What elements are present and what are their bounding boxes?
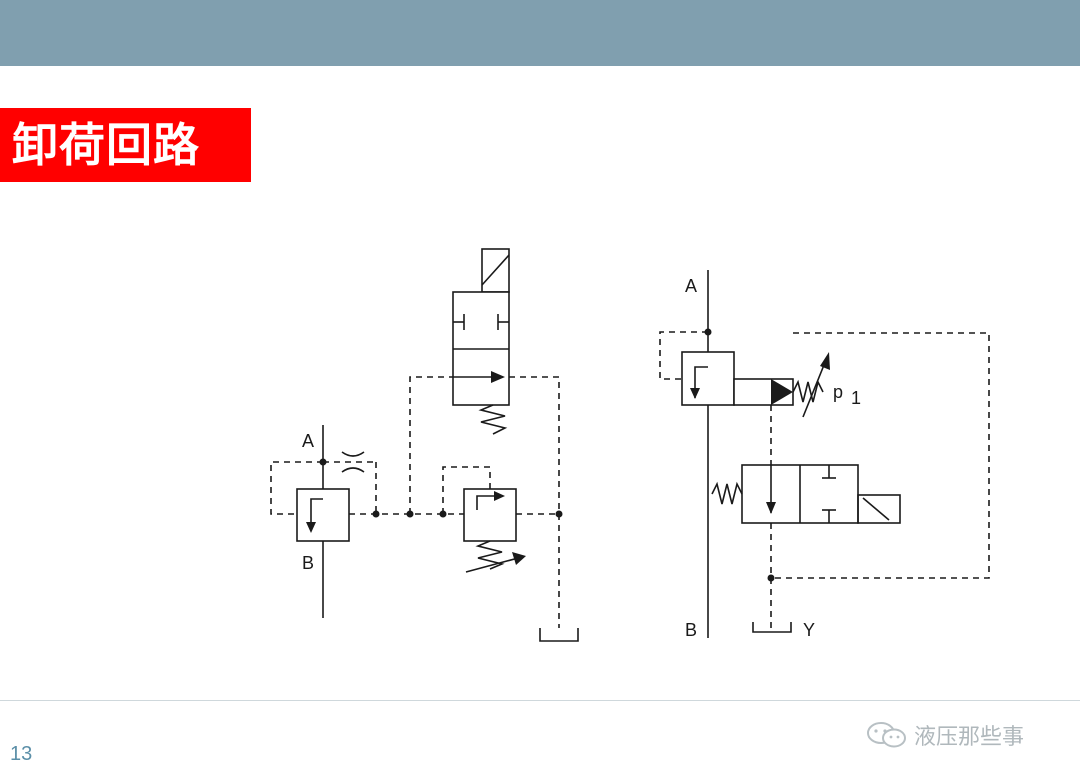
pilot-spring (792, 379, 824, 403)
vent-spring (711, 481, 743, 505)
left-main-valve (296, 488, 350, 542)
left-pilot-line (270, 461, 323, 515)
solenoid-spring (478, 404, 508, 435)
vent-solenoid (857, 494, 901, 524)
right-main-valve (681, 351, 735, 406)
pressure-subscript: 1 (851, 388, 861, 408)
right-port-y: Y (803, 620, 815, 640)
left-port-a: A (302, 431, 314, 451)
pilot-relief-valve (463, 488, 517, 542)
watermark: 液压那些事 (866, 720, 1024, 750)
relief-spring (475, 540, 505, 570)
orifice-symbol (341, 451, 365, 473)
page-number: 13 (10, 743, 33, 765)
right-tank (752, 622, 792, 633)
left-port-b: B (302, 553, 314, 573)
watermark-text: 液压那些事 (914, 725, 1025, 750)
slide-title: 卸荷回路 (12, 118, 200, 172)
wechat-icon (867, 722, 906, 748)
title-banner: 卸荷回路 (0, 108, 251, 182)
right-port-b: B (685, 620, 697, 640)
left-tank (539, 628, 579, 642)
pressure-label: p (833, 382, 843, 402)
hydraulic-diagram: A B A B Y (270, 248, 990, 642)
header-bar (0, 0, 1080, 66)
left-circuit (270, 248, 579, 642)
footer-divider (0, 700, 1080, 701)
right-pilot-line (659, 331, 708, 380)
right-port-a: A (685, 276, 697, 296)
right-circuit (659, 270, 990, 638)
